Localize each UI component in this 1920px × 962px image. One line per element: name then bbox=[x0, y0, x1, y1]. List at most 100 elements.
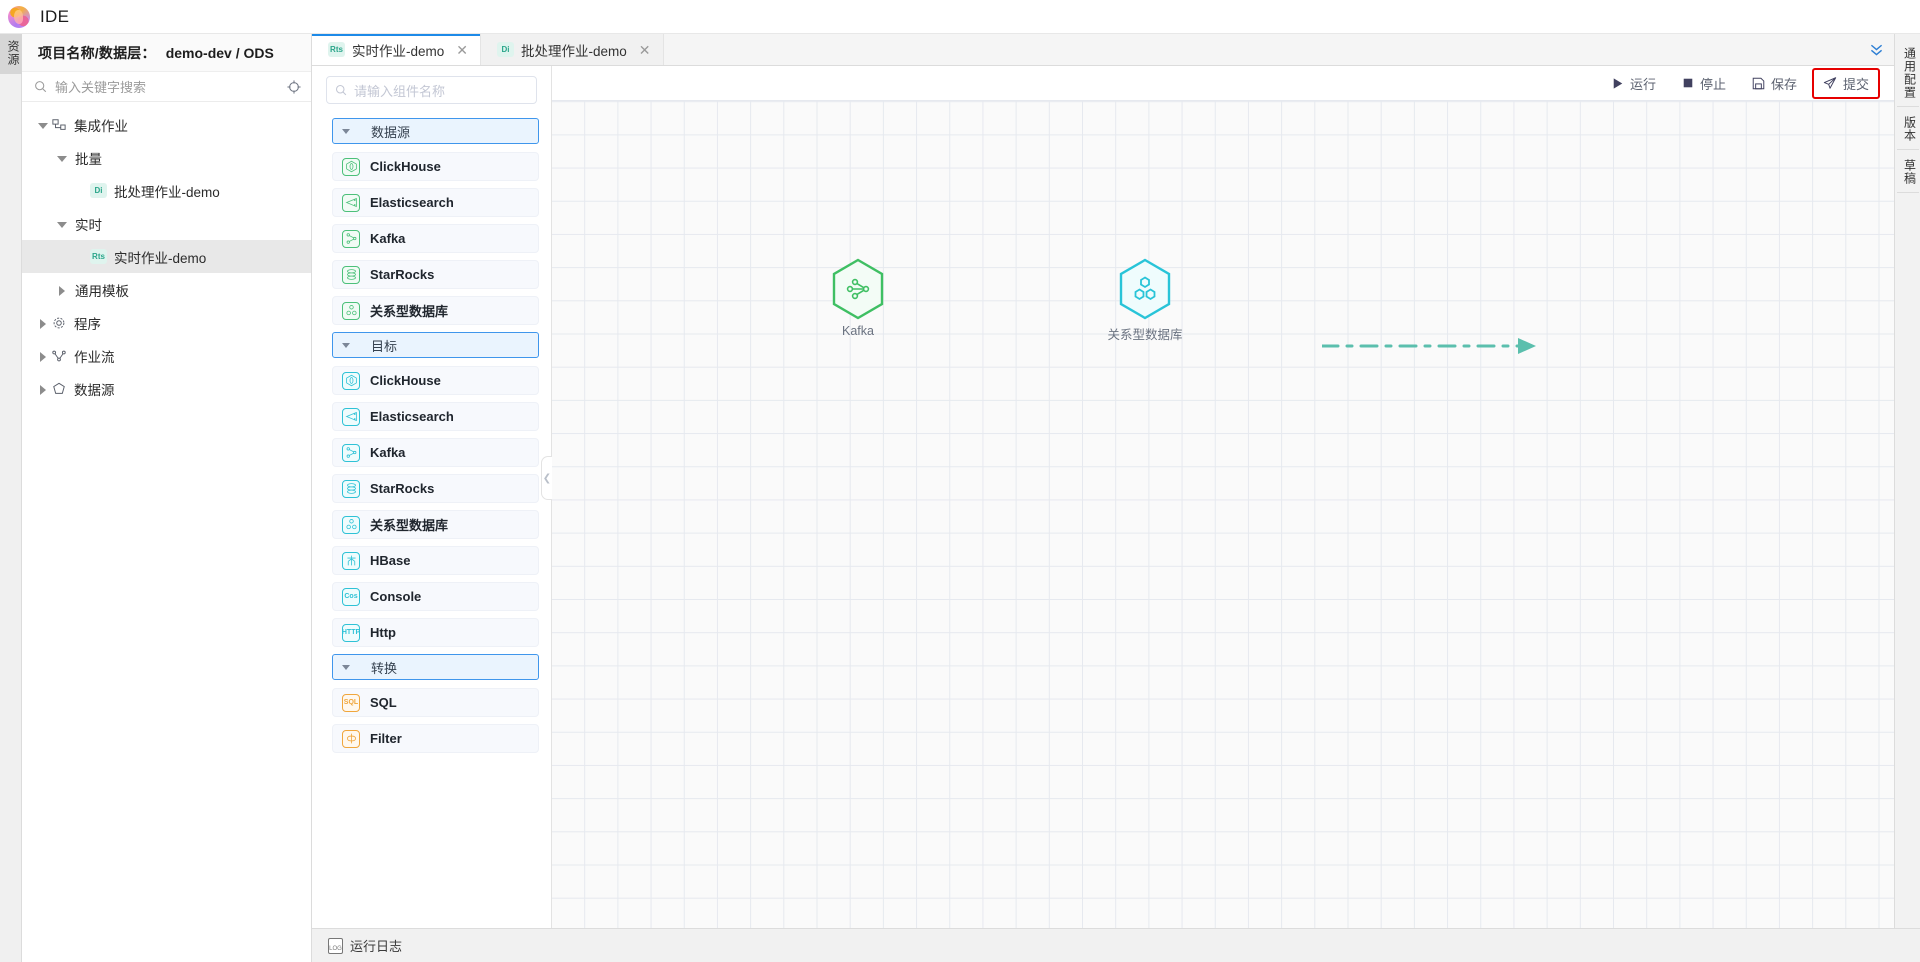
tree-item-label: 实时 bbox=[75, 214, 102, 234]
tree-item[interactable]: 通用模板 bbox=[22, 273, 311, 306]
search-icon bbox=[34, 80, 47, 93]
tree-item[interactable]: Di 批处理作业-demo bbox=[22, 174, 311, 207]
tree-item[interactable]: 批量 bbox=[22, 141, 311, 174]
log-file-icon: LOG bbox=[328, 938, 343, 954]
kafka-icon bbox=[342, 230, 360, 248]
toolbar-play-button[interactable]: 运行 bbox=[1601, 68, 1667, 99]
tree-item-label: 批处理作业-demo bbox=[114, 181, 220, 201]
kafka-node-icon bbox=[830, 258, 886, 320]
flow-node-label: 关系型数据库 bbox=[1099, 324, 1191, 343]
flow-canvas[interactable]: 运行停止 保存 提交 Kafka 关系型数据库 bbox=[552, 66, 1894, 962]
palette-component[interactable]: Kafka bbox=[332, 224, 539, 253]
caret-right-icon[interactable] bbox=[36, 349, 50, 363]
palette-group-header[interactable]: 目标 bbox=[332, 332, 539, 358]
palette-group-header[interactable]: 数据源 bbox=[332, 118, 539, 144]
rdbms-icon bbox=[342, 302, 360, 320]
rdbms-icon bbox=[342, 516, 360, 534]
toolbar-button-label: 提交 bbox=[1843, 74, 1869, 93]
toolbar-save-button[interactable]: 保存 bbox=[1741, 68, 1808, 99]
caret-down-icon bbox=[333, 665, 359, 670]
tree-item[interactable]: 作业流 bbox=[22, 339, 311, 372]
palette-group-header[interactable]: 转换 bbox=[332, 654, 539, 680]
flow-edge-kafka-to-rdbms[interactable] bbox=[1322, 331, 1552, 361]
palette-component[interactable]: 关系型数据库 bbox=[332, 510, 539, 539]
caret-right-icon[interactable] bbox=[36, 382, 50, 396]
palette-component[interactable]: ClickHouse bbox=[332, 152, 539, 181]
palette-search-box[interactable]: 请输入组件名称 bbox=[326, 76, 537, 104]
sidebar-search[interactable]: 输入关键字搜索 bbox=[22, 72, 311, 102]
tree-item-label: 数据源 bbox=[74, 379, 115, 399]
palette-component[interactable]: Filter bbox=[332, 724, 539, 753]
caret-down-icon[interactable] bbox=[55, 217, 69, 231]
app-titlebar: IDE bbox=[0, 0, 1920, 34]
starrocks-icon bbox=[342, 266, 360, 284]
workflow-icon bbox=[52, 349, 66, 363]
toolbar-submit-send-button[interactable]: 提交 bbox=[1812, 68, 1880, 99]
editor-tab[interactable]: Rts实时作业-demo✕ bbox=[312, 34, 481, 65]
palette-list: 数据源ClickHouseElasticsearchKafkaStarRocks… bbox=[312, 112, 551, 962]
tree-item[interactable]: 程序 bbox=[22, 306, 311, 339]
tree-item[interactable]: 实时 bbox=[22, 207, 311, 240]
toolbar-stop-button[interactable]: 停止 bbox=[1671, 68, 1737, 99]
palette-component-label: 关系型数据库 bbox=[370, 301, 448, 320]
palette-component-label: Console bbox=[370, 589, 421, 604]
rdbms-node-icon bbox=[1117, 258, 1173, 320]
integration-job-icon bbox=[52, 118, 66, 132]
caret-down-icon[interactable] bbox=[55, 151, 69, 165]
tree-item-tag: Di bbox=[90, 183, 107, 198]
save-icon bbox=[1752, 77, 1765, 90]
chevron-left-icon[interactable]: ❮ bbox=[541, 456, 552, 500]
palette-component[interactable]: HBase bbox=[332, 546, 539, 575]
palette-component[interactable]: StarRocks bbox=[332, 260, 539, 289]
sql-icon: SQL bbox=[342, 694, 360, 712]
palette-component[interactable]: ClickHouse bbox=[332, 366, 539, 395]
tree-item-tag: Rts bbox=[90, 249, 107, 264]
tree-item[interactable]: 集成作业 bbox=[22, 108, 311, 141]
canvas-toolbar: 运行停止 保存 提交 bbox=[552, 66, 1894, 101]
flow-node[interactable]: 关系型数据库 bbox=[1099, 258, 1191, 343]
right-rail-tab[interactable]: 草稿 bbox=[1897, 152, 1919, 193]
locate-target-icon[interactable] bbox=[287, 80, 301, 94]
palette-component[interactable]: HTTPHttp bbox=[332, 618, 539, 647]
palette-component[interactable]: SQL SQL bbox=[332, 688, 539, 717]
palette-component[interactable]: Elasticsearch bbox=[332, 402, 539, 431]
editor-tab[interactable]: Di批处理作业-demo✕ bbox=[481, 34, 664, 65]
caret-right-icon[interactable] bbox=[55, 283, 69, 297]
right-rail-tab[interactable]: 通用配置 bbox=[1897, 40, 1919, 107]
right-rail-tab[interactable]: 版本 bbox=[1897, 109, 1919, 150]
status-bar: LOG 运行日志 bbox=[312, 928, 1920, 962]
sidebar-search-input[interactable]: 输入关键字搜索 bbox=[55, 77, 287, 96]
app-title: IDE bbox=[40, 7, 69, 27]
left-rail-tab-resources[interactable]: 资源 bbox=[0, 34, 22, 74]
caret-down-icon[interactable] bbox=[36, 118, 50, 132]
toolbar-button-label: 保存 bbox=[1771, 74, 1797, 93]
caret-right-icon[interactable] bbox=[36, 316, 50, 330]
close-icon[interactable]: ✕ bbox=[456, 43, 468, 57]
tree-item-label: 批量 bbox=[75, 148, 102, 168]
palette-component[interactable]: Elasticsearch bbox=[332, 188, 539, 217]
tree-item[interactable]: Rts实时作业-demo bbox=[22, 240, 311, 273]
hbase-icon bbox=[342, 552, 360, 570]
tree-item[interactable]: 数据源 bbox=[22, 372, 311, 405]
run-log-label[interactable]: 运行日志 bbox=[350, 936, 402, 955]
palette-component-label: Kafka bbox=[370, 231, 405, 246]
tabbar-collapse-button[interactable] bbox=[1858, 34, 1894, 65]
palette-component-label: ClickHouse bbox=[370, 159, 441, 174]
palette-search-input[interactable]: 请输入组件名称 bbox=[354, 81, 445, 100]
swirl-logo-icon bbox=[8, 6, 30, 28]
flow-node[interactable]: Kafka bbox=[812, 258, 904, 338]
palette-component-label: Elasticsearch bbox=[370, 409, 454, 424]
palette-component[interactable]: Kafka bbox=[332, 438, 539, 467]
close-icon[interactable]: ✕ bbox=[639, 43, 651, 57]
palette-component-label: ClickHouse bbox=[370, 373, 441, 388]
stop-icon bbox=[1682, 77, 1694, 89]
palette-component[interactable]: 关系型数据库 bbox=[332, 296, 539, 325]
palette-component[interactable]: StarRocks bbox=[332, 474, 539, 503]
elasticsearch-icon bbox=[342, 194, 360, 212]
editor-body: 请输入组件名称 数据源ClickHouseElasticsearchKafkaS… bbox=[312, 66, 1894, 962]
palette-component[interactable]: CosConsole bbox=[332, 582, 539, 611]
project-sidebar: 项目名称/数据层： demo-dev / ODS 输入关键字搜索 集成作业批量D… bbox=[22, 34, 312, 962]
submit-send-icon bbox=[1823, 76, 1837, 90]
tabbar-spacer bbox=[664, 34, 1859, 65]
palette-component-label: SQL bbox=[370, 695, 397, 710]
